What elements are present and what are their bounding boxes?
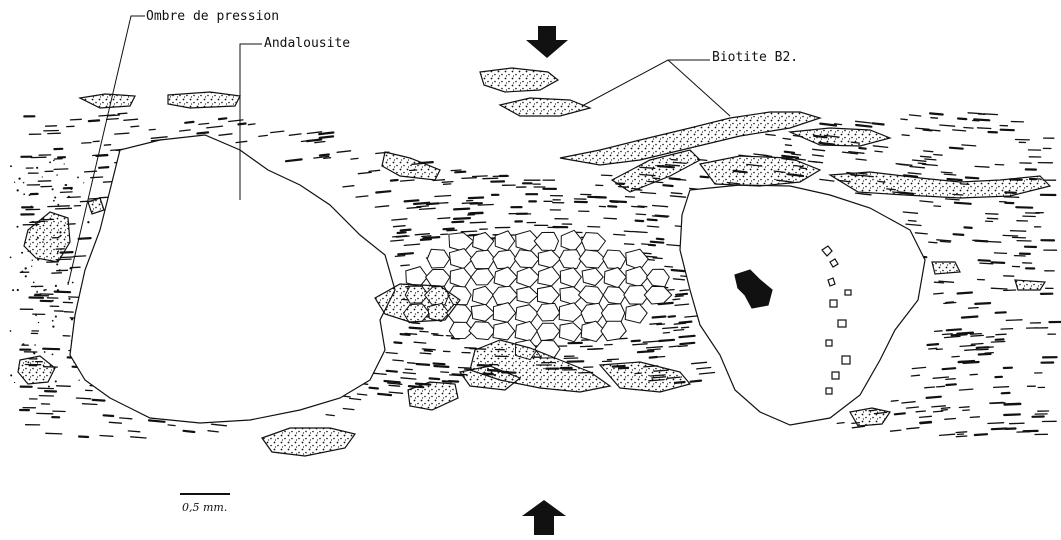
andalusite-crystal-left <box>70 135 395 423</box>
andalusite-label: Andalousite <box>264 36 350 51</box>
porphyroblast-right <box>680 185 925 425</box>
scale-label: 0,5 mm. <box>182 501 227 514</box>
compression-arrow-top-icon <box>526 26 568 58</box>
pressure-shadow-label: Ombre de pression <box>146 9 279 24</box>
compression-arrow-bottom-icon <box>522 500 566 535</box>
biotite-label: Biotite B2. <box>712 50 798 65</box>
